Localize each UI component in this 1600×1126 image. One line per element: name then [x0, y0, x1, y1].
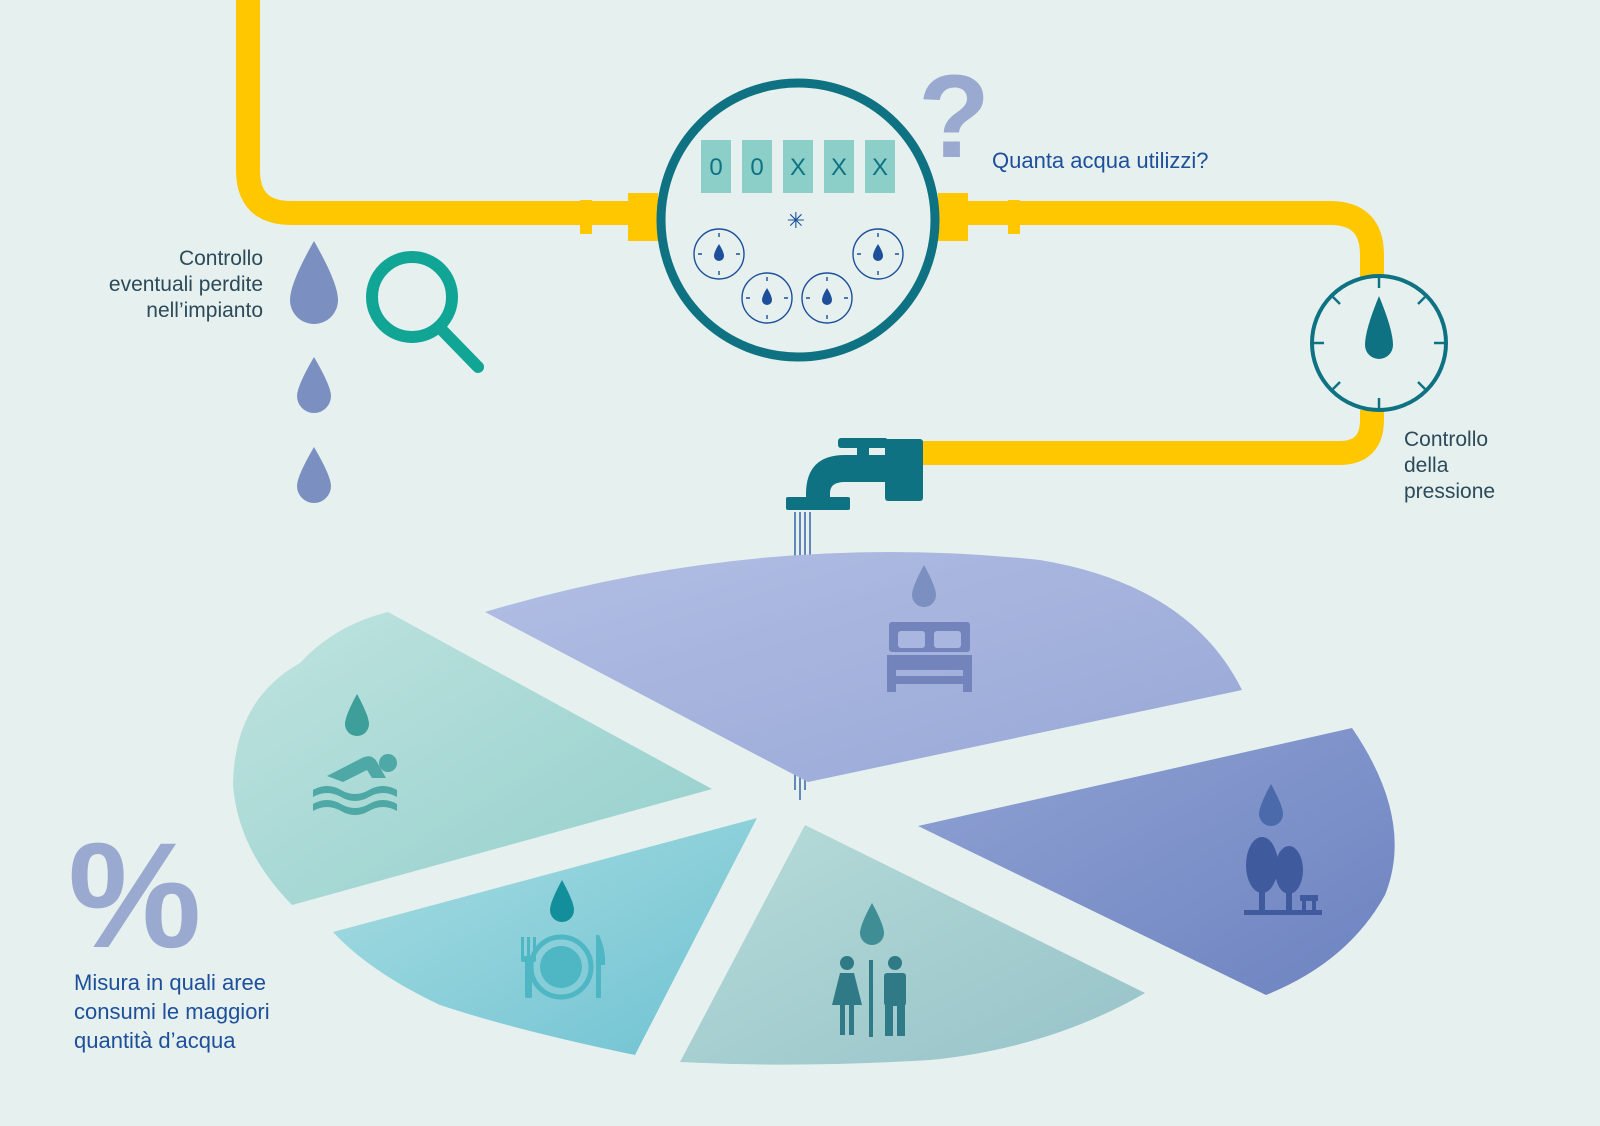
meter-dial-2 [741, 272, 793, 324]
pie-chart [233, 551, 1395, 1065]
percent-icon: % [68, 811, 202, 979]
meter-digit-1: 0 [709, 154, 722, 181]
measure-label: Misura in quali aree consumi le maggiori… [74, 970, 270, 1053]
swimmer-icon [313, 754, 397, 815]
drop-icon [550, 880, 574, 922]
pressure-gauge-icon [1310, 274, 1448, 412]
meter-dial-1 [693, 228, 745, 280]
meter-digit-2: 0 [750, 154, 763, 181]
question-mark-icon: ? [918, 51, 991, 183]
drop-icon [297, 357, 331, 413]
water-meter: 0 0 X X X ✳ [656, 78, 940, 362]
meter-dials [693, 228, 904, 324]
pie-segment-bathroom [680, 825, 1145, 1065]
pipe-upper [236, 0, 1384, 278]
pie-segment-kitchen [333, 818, 757, 1055]
pipe-fittings [580, 193, 1020, 241]
meter-digit-3: X [790, 154, 806, 181]
pie-segment-bedroom [485, 551, 1242, 782]
drop-icon [860, 903, 884, 945]
meter-digit-boxes [701, 140, 895, 193]
bed-icon [887, 622, 972, 692]
meter-dial-4 [852, 228, 904, 280]
restroom-icon [832, 956, 906, 1037]
pressure-check-label: Controllo della pressione [1404, 428, 1496, 503]
magnifier-icon [366, 251, 484, 373]
drop-icon [1259, 784, 1283, 826]
meter-center-symbol: ✳ [787, 209, 805, 234]
leak-drops [290, 241, 338, 503]
pipe-lower [912, 410, 1384, 465]
drop-icon [345, 694, 369, 736]
dining-icon [521, 934, 606, 1000]
segment-drops [345, 565, 1283, 945]
meter-digit-4: X [831, 154, 847, 181]
question-label: Quanta acqua utilizzi? [992, 148, 1209, 173]
drop-icon [290, 241, 338, 324]
drop-icon [912, 565, 936, 607]
leak-check-label: Controllo eventuali perdite nell’impiant… [108, 247, 263, 322]
meter-dial-3 [801, 272, 853, 324]
meter-digit-5: X [872, 154, 888, 181]
tree-bench-icon [1244, 837, 1322, 915]
faucet-icon [786, 438, 923, 510]
drop-icon [297, 447, 331, 503]
pie-segment-pool [233, 612, 712, 905]
